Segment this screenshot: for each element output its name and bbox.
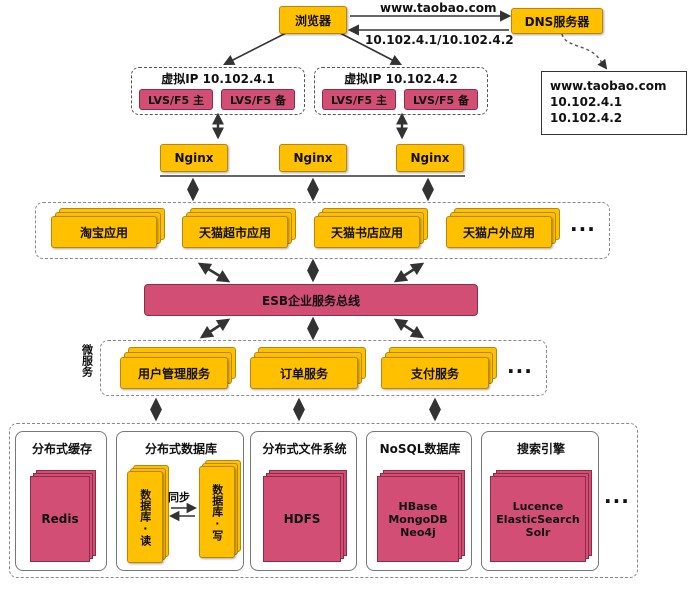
storage-fs-panel: 分布式文件系统 HDFS (250, 431, 357, 571)
dns-response-label: 10.102.4.1/10.102.4.2 (365, 33, 514, 47)
storage-search-content: Lucence ElasticSearch Solr (490, 476, 586, 562)
storage-db-write-box: 数据库·写 (199, 466, 235, 558)
storage-nosql-panel: NoSQL数据库 HBase MongoDB Neo4j (366, 431, 472, 571)
app-esb-arrow-3 (393, 262, 425, 283)
esb-bus-box: ESB企业服务总线 (144, 284, 478, 316)
storage-fs-stack: HDFS (263, 470, 349, 564)
ms-stack-payment: 支付服务 (381, 347, 497, 391)
microservice-ellipsis: ... (507, 354, 533, 378)
storage-db-panel: 分布式数据库 数据库·读 同步 数据库·写 (116, 431, 244, 571)
dns-request-label: www.taobao.com (380, 1, 497, 15)
browser-box: 浏览器 (279, 6, 347, 34)
storage-cache-stack: Redis (30, 470, 98, 564)
nginx-box-3: Nginx (396, 144, 464, 172)
storage-search-stack: Lucence ElasticSearch Solr (490, 470, 594, 564)
dns-record-box: www.taobao.com 10.102.4.1 10.102.4.2 (541, 71, 687, 135)
storage-ellipsis: ... (604, 484, 630, 508)
dns-server-box: DNS服务器 (511, 8, 603, 34)
dns-record-line-3: 10.102.4.2 (550, 111, 623, 125)
vip-group-2-backup: LVS/F5 备 (404, 89, 478, 110)
storage-db-read-box: 数据库·读 (127, 471, 163, 563)
vip-group-1-title: 虚拟IP 10.102.4.1 (161, 72, 275, 86)
esb-bus-label: ESB企业服务总线 (262, 293, 360, 308)
browser-vip2-arrow (337, 31, 402, 66)
nginx-box-2: Nginx (279, 144, 347, 172)
app-stack-tmall-market: 天猫超市应用 (182, 208, 296, 250)
storage-db-sync-label: 同步 (168, 491, 190, 504)
dns-record-link (561, 33, 608, 70)
app-box-tmall-book: 天猫书店应用 (314, 216, 420, 248)
app-stack-tmall-book: 天猫书店应用 (314, 208, 428, 250)
vip-group-1: 虚拟IP 10.102.4.1 LVS/F5 主 LVS/F5 备 (131, 67, 305, 115)
storage-container (9, 423, 638, 578)
vip-group-2-title: 虚拟IP 10.102.4.2 (344, 72, 458, 86)
storage-cache-panel: 分布式缓存 Redis (15, 431, 107, 571)
vip-group-1-backup: LVS/F5 备 (221, 89, 295, 110)
storage-cache-title: 分布式缓存 (31, 442, 92, 456)
app-box-taobao: 淘宝应用 (51, 216, 157, 248)
app-layer-container (35, 202, 610, 259)
app-esb-arrow-1 (197, 262, 231, 283)
ms-box-order: 订单服务 (250, 357, 358, 389)
esb-ms-arrow-3 (393, 318, 425, 339)
ms-box-payment: 支付服务 (381, 357, 489, 389)
storage-nosql-content: HBase MongoDB Neo4j (377, 476, 459, 562)
microservice-label: 微服务 (80, 344, 94, 377)
storage-db-title: 分布式数据库 (144, 442, 217, 456)
esb-ms-arrow-1 (199, 318, 231, 339)
storage-db-read-stack: 数据库·读 (127, 465, 171, 565)
ms-stack-order: 订单服务 (250, 347, 366, 391)
browser-vip1-arrow (223, 31, 289, 66)
app-stack-taobao: 淘宝应用 (51, 208, 165, 250)
nginx-box-1: Nginx (160, 144, 228, 172)
dns-record-line-1: www.taobao.com (550, 79, 667, 93)
storage-cache-content: Redis (30, 476, 90, 562)
vip-group-1-master: LVS/F5 主 (139, 89, 213, 110)
vip-group-2: 虚拟IP 10.102.4.2 LVS/F5 主 LVS/F5 备 (314, 67, 488, 115)
dns-record-line-2: 10.102.4.1 (550, 95, 623, 109)
ms-stack-user: 用户管理服务 (120, 347, 236, 391)
app-box-tmall-outdoor: 天猫户外应用 (446, 216, 552, 248)
microservice-container (100, 340, 547, 396)
storage-search-title: 搜索引擎 (516, 442, 565, 456)
dns-server-label: DNS服务器 (524, 14, 590, 29)
storage-fs-title: 分布式文件系统 (262, 442, 347, 456)
vip-group-2-master: LVS/F5 主 (322, 89, 396, 110)
storage-db-write-stack: 数据库·写 (199, 460, 243, 560)
app-ellipsis: ... (570, 212, 596, 236)
storage-nosql-stack: HBase MongoDB Neo4j (377, 470, 467, 564)
app-stack-tmall-outdoor: 天猫户外应用 (446, 208, 560, 250)
ms-box-user: 用户管理服务 (120, 357, 228, 389)
app-box-tmall-market: 天猫超市应用 (182, 216, 288, 248)
storage-nosql-title: NoSQL数据库 (379, 442, 461, 456)
storage-search-panel: 搜索引擎 Lucence ElasticSearch Solr (481, 431, 599, 571)
browser-label: 浏览器 (294, 13, 331, 28)
storage-fs-content: HDFS (263, 476, 341, 562)
